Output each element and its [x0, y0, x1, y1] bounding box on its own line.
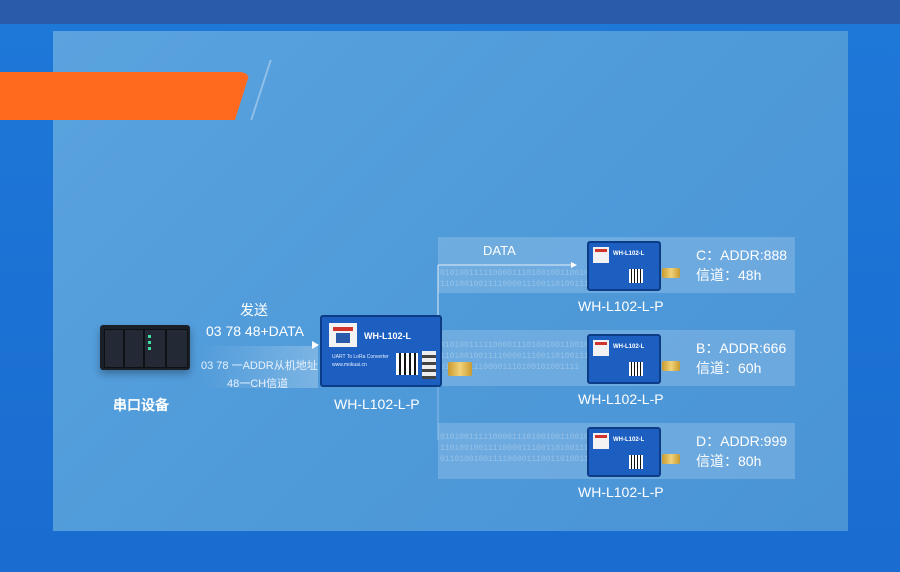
- receiver-module-c-icon: WH-L102-L: [587, 241, 661, 291]
- orange-header-tab: [0, 72, 250, 120]
- master-board-text: WH-L102-L: [364, 331, 411, 341]
- send-arrowhead: [312, 341, 319, 349]
- master-board-sub: UART To LoRa Converter: [332, 354, 389, 360]
- serial-device-label: 串口设备: [113, 397, 169, 413]
- binary-decoration-2: 0101001111100001110100100110010011110000…: [440, 341, 633, 372]
- receiver-c-antenna: [662, 268, 680, 278]
- master-label: WH-L102-L-P: [334, 396, 420, 412]
- top-bar: [0, 0, 900, 24]
- receiver-c-channel: 信道：48h: [696, 267, 762, 283]
- receiver-c-label: WH-L102-L-P: [578, 298, 664, 314]
- receiver-b-channel: 信道：60h: [696, 360, 762, 376]
- receiver-b-addr: B：ADDR:666: [696, 340, 787, 356]
- receiver-d-channel: 信道：80h: [696, 453, 762, 469]
- send-title: 发送: [240, 302, 268, 318]
- master-board-url: www.mokuai.cn: [332, 362, 367, 368]
- receiver-c-board-text: WH-L102-L: [613, 251, 645, 257]
- receiver-b-antenna: [662, 361, 680, 371]
- receiver-d-antenna: [662, 454, 680, 464]
- receiver-b-board-text: WH-L102-L: [613, 344, 645, 350]
- receiver-d-board-text: WH-L102-L: [613, 437, 645, 443]
- send-beam: [200, 346, 318, 388]
- receiver-d-label: WH-L102-L-P: [578, 484, 664, 500]
- receiver-c-addr: C：ADDR:888: [696, 247, 788, 263]
- receiver-d-addr: D：ADDR:999: [696, 433, 788, 449]
- send-data: 03 78 48+DATA: [206, 323, 304, 339]
- ch-note: 48一CH信道: [227, 378, 289, 390]
- master-antenna: [448, 362, 472, 376]
- binary-decoration-1: 0101001111100001110100100110010011110000…: [440, 269, 633, 289]
- binary-decoration-3: 0101001111100001110100100110010011110000…: [440, 433, 633, 464]
- top-arrowhead: [571, 262, 577, 268]
- addr-note: 03 78 一ADDR从机地址: [201, 360, 318, 372]
- serial-device-icon: [100, 325, 190, 370]
- data-label: DATA: [483, 243, 516, 258]
- receiver-module-d-icon: WH-L102-L: [587, 427, 661, 477]
- master-module-icon: WH-L102-L UART To LoRa Converter www.mok…: [320, 315, 442, 387]
- receiver-b-label: WH-L102-L-P: [578, 391, 664, 407]
- receiver-module-b-icon: WH-L102-L: [587, 334, 661, 384]
